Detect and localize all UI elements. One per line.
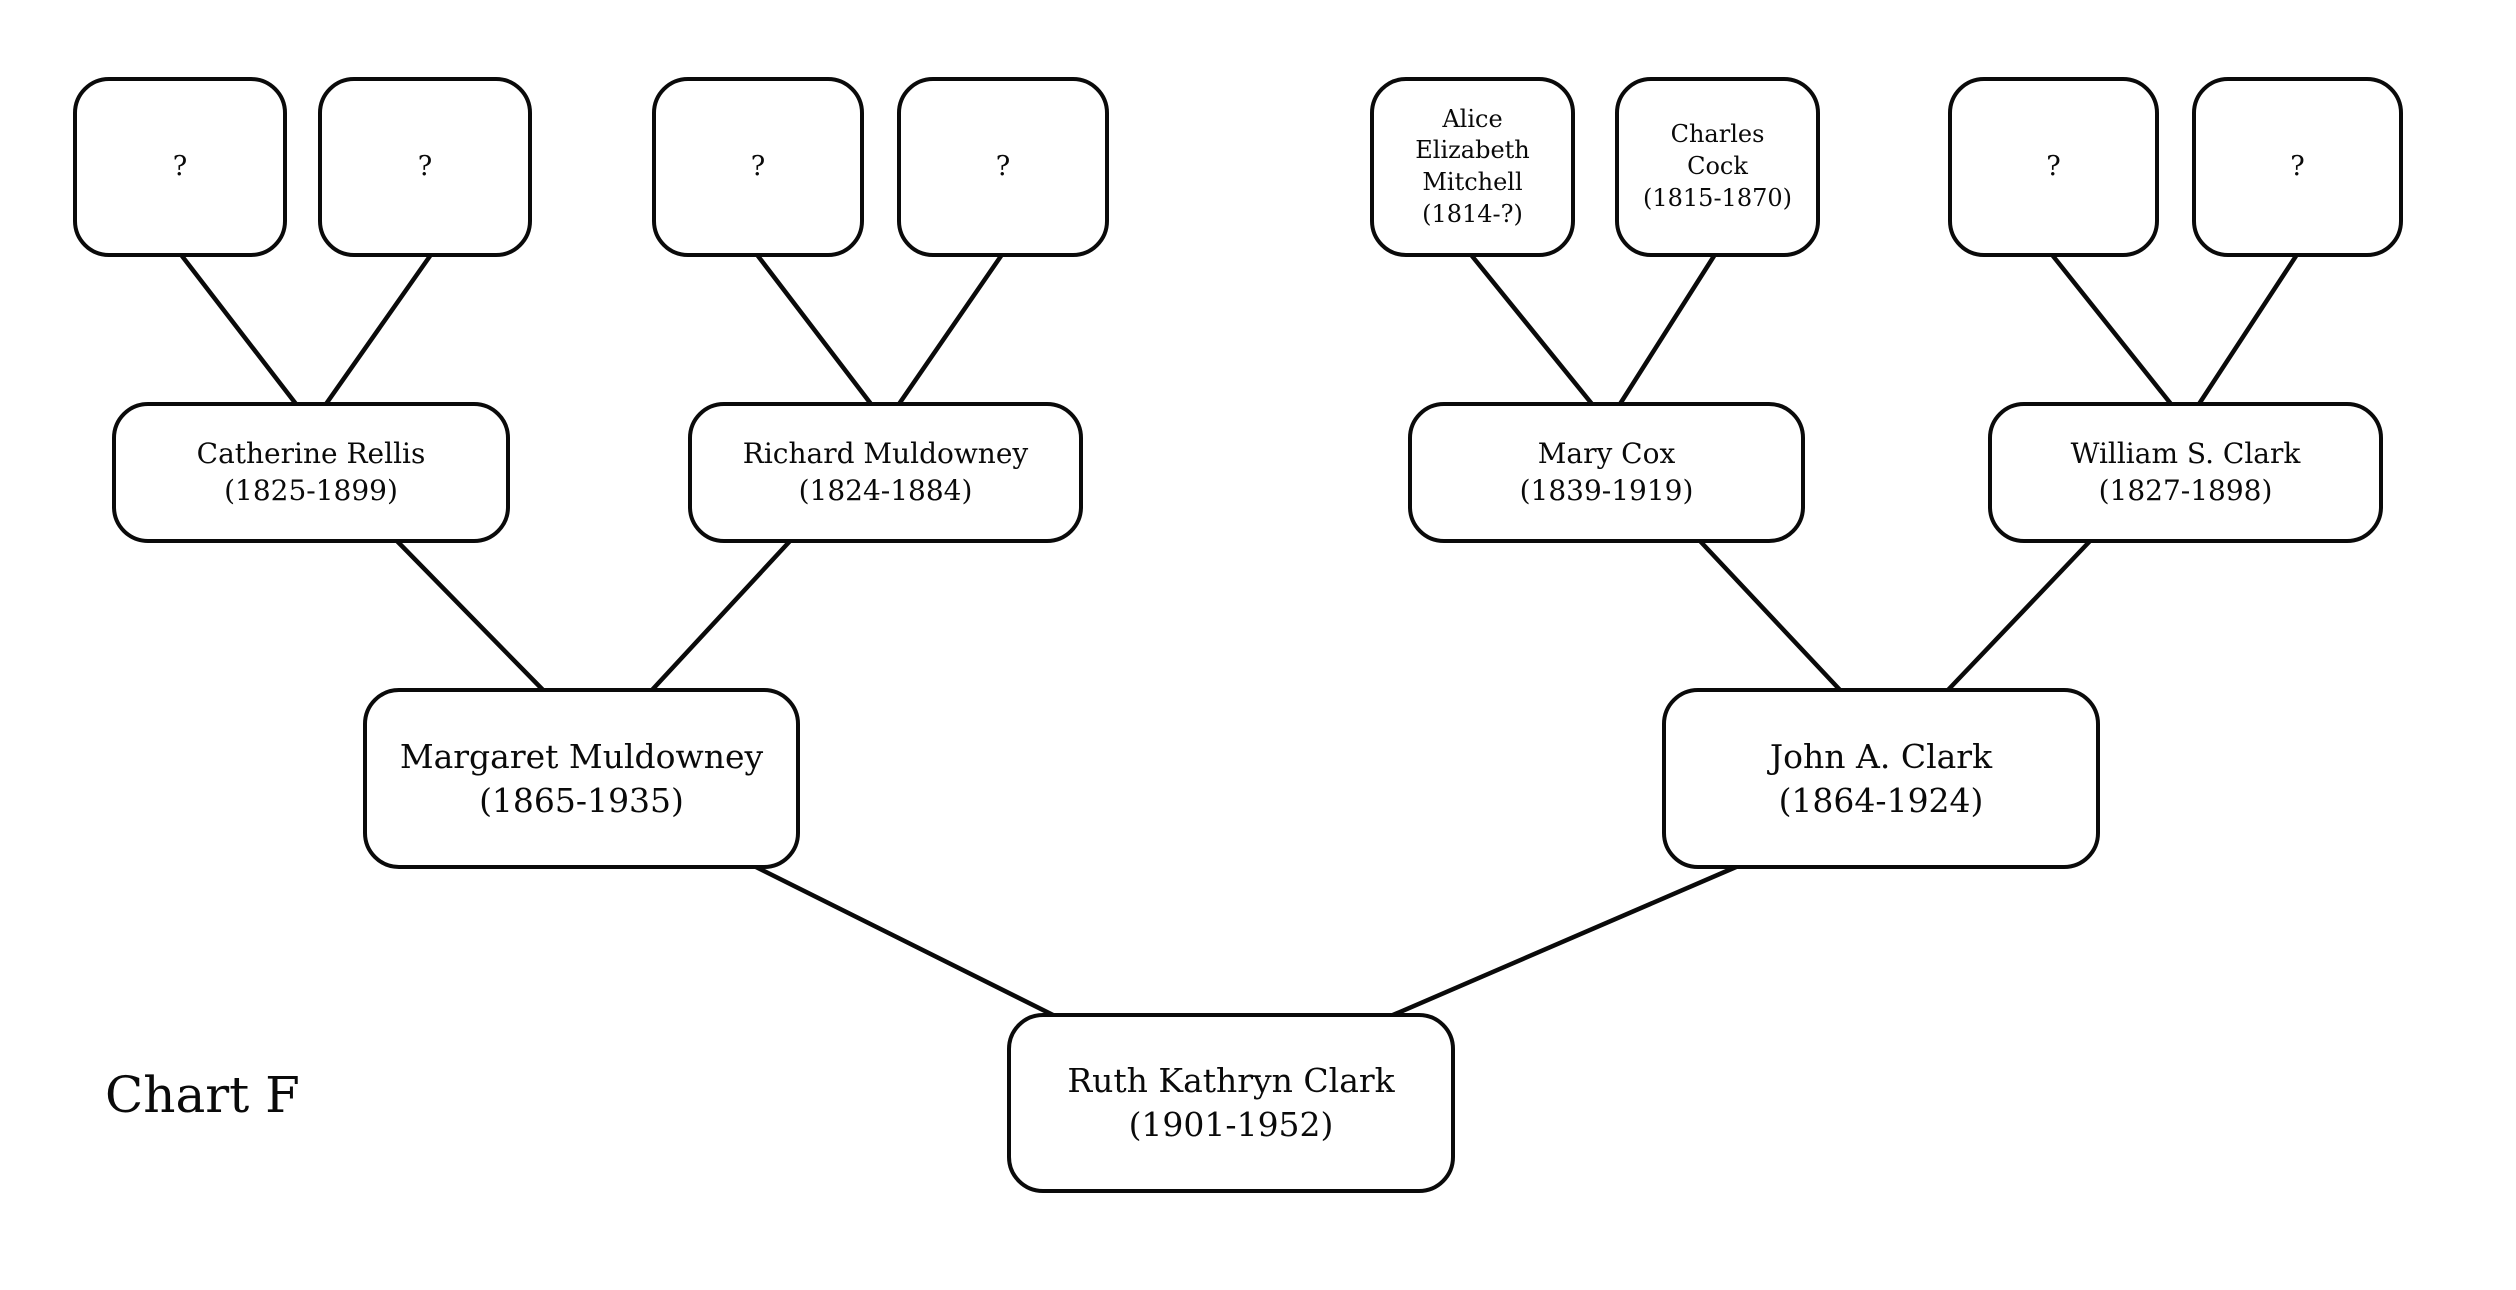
chart-title: Chart F: [105, 1066, 300, 1124]
connector-unknown5-william: [2050, 253, 2174, 407]
connector-john-ruth: [1390, 864, 1739, 1018]
person-name: Charles Cock: [1670, 120, 1765, 181]
connector-unknown4-richard: [896, 253, 1004, 407]
connector-unknown3-richard: [755, 253, 874, 407]
connector-william-john: [1945, 538, 2093, 693]
person-dates: (1814-?): [1422, 199, 1523, 228]
person-name: ?: [2290, 151, 2305, 183]
person-name: Alice Elizabeth Mitchell: [1415, 104, 1530, 196]
person-name: Richard Muldowney: [742, 437, 1029, 471]
person-dates: (1815-1870): [1643, 183, 1792, 212]
person-dates: (1827-1898): [2098, 473, 2273, 507]
connector-mary-john: [1697, 538, 1843, 693]
person-dates: (1839-1919): [1519, 473, 1694, 507]
person-name: Margaret Muldowney: [399, 736, 764, 776]
person-dates: (1824-1884): [798, 473, 973, 507]
node-mary-cox: Mary Cox (1839-1919): [1408, 402, 1805, 543]
person-name: William S. Clark: [2070, 437, 2301, 471]
node-richard-muldowney: Richard Muldowney (1824-1884): [688, 402, 1083, 543]
person-name: ?: [750, 151, 766, 183]
person-name: Ruth Kathryn Clark: [1067, 1061, 1395, 1101]
node-unknown-2: ?: [318, 77, 532, 257]
connector-margaret-ruth: [753, 864, 1056, 1018]
connector-alice-mary: [1469, 253, 1595, 407]
person-name: John A. Clark: [1769, 736, 1993, 776]
person-name: ?: [172, 151, 188, 183]
node-unknown-6: ?: [2192, 77, 2403, 257]
node-charles-cock: Charles Cock (1815-1870): [1615, 77, 1820, 257]
connector-richard-margaret: [649, 538, 793, 693]
person-dates: (1901-1952): [1128, 1105, 1334, 1144]
node-unknown-1: ?: [73, 77, 287, 257]
connector-catherine-margaret: [394, 538, 546, 693]
connector-charles-mary: [1617, 253, 1717, 407]
person-name: ?: [2046, 151, 2061, 183]
person-dates: (1864-1924): [1778, 780, 1984, 820]
node-unknown-4: ?: [897, 77, 1109, 257]
person-name: Catherine Rellis: [196, 437, 426, 471]
node-margaret-muldowney: Margaret Muldowney (1865-1935): [363, 688, 800, 869]
node-john-a-clark: John A. Clark (1864-1924): [1662, 688, 2100, 869]
person-dates: (1865-1935): [479, 780, 684, 820]
person-name: ?: [995, 151, 1011, 183]
connector-unknown6-william: [2196, 253, 2299, 407]
node-unknown-3: ?: [652, 77, 864, 257]
node-unknown-5: ?: [1948, 77, 2159, 257]
person-dates: (1825-1899): [224, 473, 398, 507]
person-name: Mary Cox: [1537, 437, 1676, 471]
node-ruth-kathryn-clark: Ruth Kathryn Clark (1901-1952): [1007, 1013, 1455, 1193]
person-name: ?: [417, 151, 433, 183]
node-catherine-rellis: Catherine Rellis (1825-1899): [112, 402, 510, 543]
node-william-s-clark: William S. Clark (1827-1898): [1988, 402, 2383, 543]
connector-unknown1-catherine: [179, 253, 299, 407]
connector-unknown2-catherine: [323, 253, 433, 407]
node-alice-elizabeth-mitchell: Alice Elizabeth Mitchell (1814-?): [1370, 77, 1575, 257]
